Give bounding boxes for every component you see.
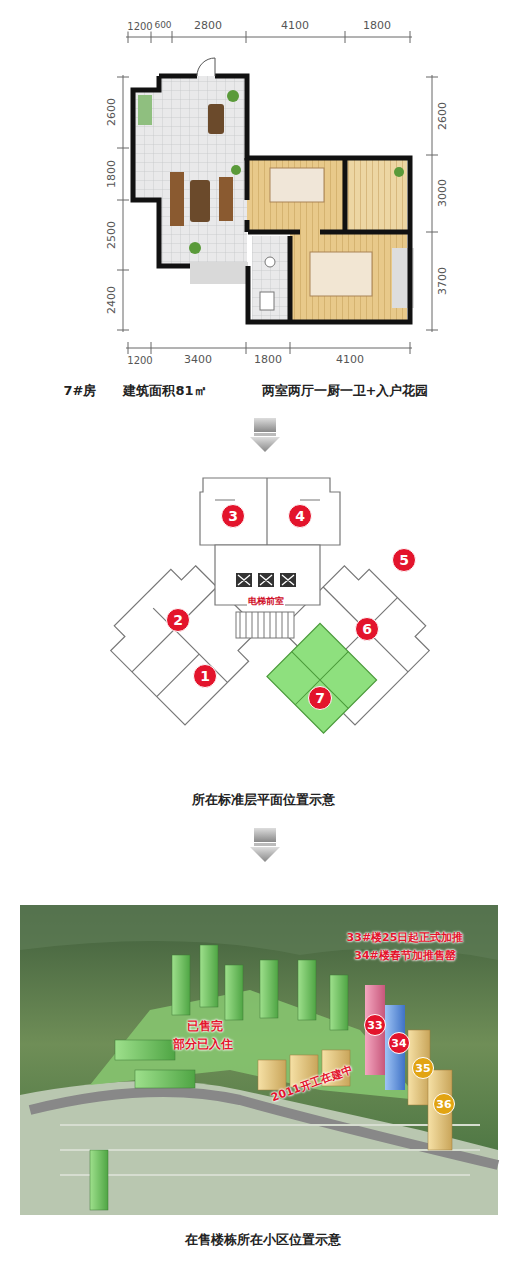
dimension-text: 4100	[280, 20, 310, 32]
dimension-text: 2500	[106, 220, 118, 250]
caption-text: 两室两厅一厨一卫+入户花园	[262, 384, 429, 398]
annotation-text: 已售完	[187, 1020, 223, 1033]
dimension-text: 3000	[437, 178, 449, 208]
caption-text: 7#房	[64, 384, 97, 398]
dimension-text: 600	[153, 21, 172, 31]
callout-circle: 7	[308, 686, 332, 710]
callout-circle: 5	[392, 548, 416, 572]
callout-circle: 1	[193, 664, 217, 688]
caption-text: 所在标准层平面位置示意	[192, 793, 335, 807]
dimension-text: 1800	[106, 159, 118, 189]
callout-number: 35	[415, 1063, 430, 1074]
dimension-text: 2400	[106, 285, 118, 315]
annotation-text: 33#楼25日起正式加推	[347, 932, 464, 944]
callout-circle: 3	[221, 504, 245, 528]
caption-text: 在售楼栋所在小区位置示意	[185, 1233, 341, 1247]
callout-circle: 35	[412, 1057, 434, 1079]
callout-number: 33	[367, 1020, 382, 1031]
dimension-text: 4100	[335, 354, 365, 366]
callout-number: 36	[436, 1099, 451, 1110]
dimension-text: 2600	[437, 101, 449, 131]
dimension-text: 1800	[253, 354, 283, 366]
callout-number: 5	[399, 553, 409, 567]
dimension-text: 2600	[106, 97, 118, 127]
callout-number: 7	[315, 691, 325, 705]
dimension-text: 1800	[362, 20, 392, 32]
callout-circle: 34	[388, 1032, 410, 1054]
caption-text: 电梯前室	[247, 597, 285, 607]
dimension-text: 3700	[437, 266, 449, 296]
callout-circle: 36	[433, 1093, 455, 1115]
callout-number: 2	[173, 613, 183, 627]
caption-text: 建筑面积81㎡	[123, 384, 206, 398]
callout-circle: 33	[364, 1014, 386, 1036]
annotation-text: 34#楼春节加推售罄	[354, 950, 456, 962]
dimension-text: 2800	[193, 20, 223, 32]
callout-number: 3	[228, 509, 238, 523]
dimension-text: 3400	[183, 354, 213, 366]
callout-number: 1	[200, 669, 210, 683]
callout-circle: 4	[288, 504, 312, 528]
callout-number: 4	[295, 509, 305, 523]
callout-number: 34	[391, 1038, 406, 1049]
callout-circle: 6	[355, 617, 379, 641]
callout-circle: 2	[166, 608, 190, 632]
dimension-text: 1200	[126, 355, 153, 366]
annotation-text: 部分已入住	[173, 1038, 233, 1051]
callout-number: 6	[362, 622, 372, 636]
dimension-text: 1200	[126, 21, 153, 32]
